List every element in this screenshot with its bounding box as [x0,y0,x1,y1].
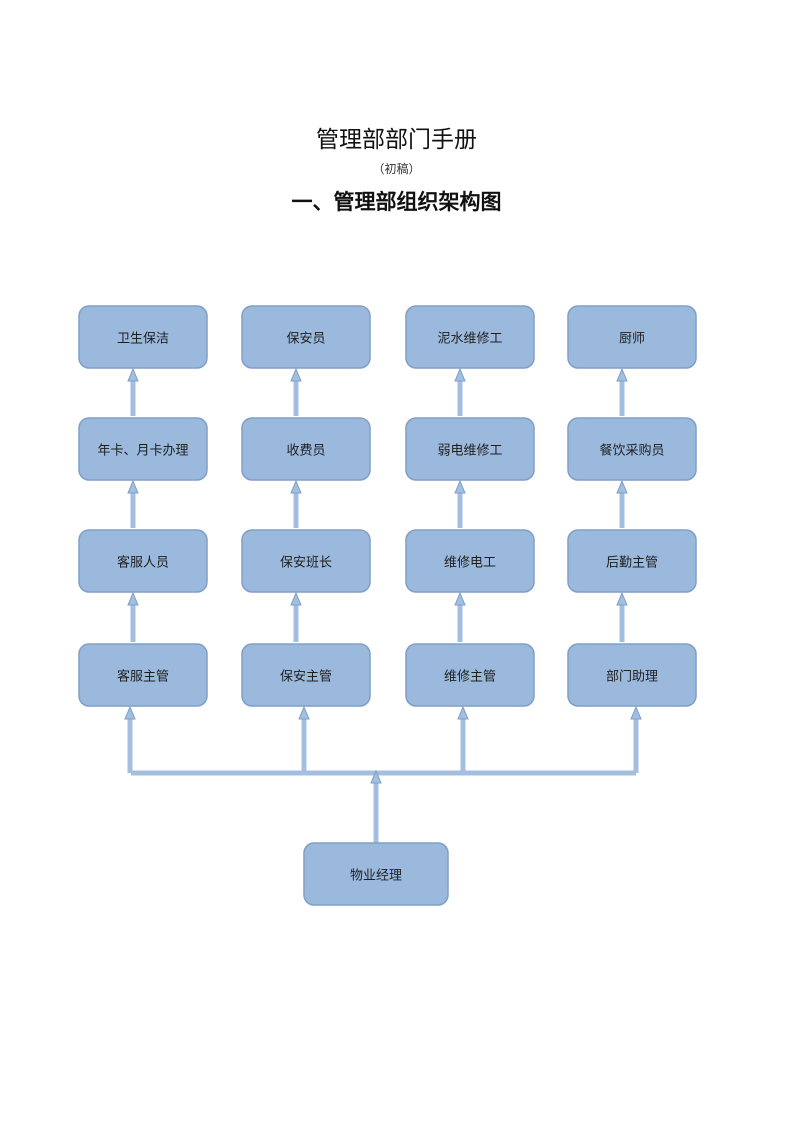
arrow-bus-to-col1 [124,705,136,773]
box-col2-level3-shape [241,417,371,481]
box-col3-level4-shape [405,305,535,369]
arrow-col3-level2-to-3 [454,479,466,528]
box-col2-level4-label: 保安员 [286,332,325,347]
box-col3-level1-shape [405,643,535,707]
box-col4-level4: 厨师 [567,305,697,369]
arrow-col4-level3-to-4 [616,367,628,416]
box-col3-level1-label: 维修主管 [444,670,496,685]
box-col1-level3-label: 年卡、月卡办理 [97,444,188,459]
arrow-col3-level3-to-4 [454,367,466,416]
connector-arrows [124,367,642,843]
arrow-col4-level1-to-2 [616,591,628,642]
box-col1-level1-shape [78,643,208,707]
box-col1-level4-shape [78,305,208,369]
box-root: 物业经理 [303,842,449,906]
box-col2-level1-label: 保安主管 [280,670,332,685]
box-col4-level2-shape [567,529,697,593]
arrow-col3-level1-to-2 [454,591,466,642]
box-root-shape [303,842,449,906]
box-col1-level4-label: 卫生保洁 [117,332,169,347]
box-col4-level2-label: 后勤主管 [606,556,658,571]
box-col1-level2-label: 客服人员 [117,555,169,571]
box-col1-level2-shape [78,529,208,593]
box-col3-level4-label: 泥水维修工 [437,332,502,347]
box-col2-level3: 收费员 [241,417,371,481]
box-col2-level1-shape [241,643,371,707]
section-heading: 一、管理部组织架构图 [291,190,502,214]
box-col2-level3-label: 收费员 [286,444,325,459]
box-col4-level3-shape [567,417,697,481]
arrow-bus-to-col4 [630,705,642,773]
arrow-col2-level3-to-4 [290,367,302,416]
box-col3-level2: 维修电工 [405,529,535,593]
box-col1-level3: 年卡、月卡办理 [78,417,208,481]
box-col4-level1-label: 部门助理 [606,670,658,685]
arrow-col2-level1-to-2 [290,591,302,642]
box-col3-level4: 泥水维修工 [405,305,535,369]
arrow-col1-level3-to-4 [127,367,139,416]
box-col3-level3-label: 弱电维修工 [437,444,502,459]
box-col1-level1: 客服主管 [78,643,208,707]
box-col2-level4-shape [241,305,371,369]
box-col2-level4: 保安员 [241,305,371,369]
arrow-bus-to-col3 [457,705,469,773]
box-col4-level4-label: 厨师 [619,332,645,347]
box-col4-level3-label: 餐饮采购员 [599,443,664,459]
box-col1-level3-shape [78,417,208,481]
arrow-bus-to-col2 [298,705,310,773]
box-col1-level4: 卫生保洁 [78,305,208,369]
arrow-root-to-bus [370,769,382,843]
box-col1-level2: 客服人员 [78,529,208,593]
box-col1-level1-label: 客服主管 [117,669,169,685]
box-col4-level1: 部门助理 [567,643,697,707]
box-col2-level1: 保安主管 [241,643,371,707]
box-col4-level2: 后勤主管 [567,529,697,593]
arrow-col2-level2-to-3 [290,479,302,528]
box-col3-level2-label: 维修电工 [444,556,496,571]
box-col2-level2: 保安班长 [241,529,371,593]
box-col4-level3: 餐饮采购员 [567,417,697,481]
box-col4-level4-shape [567,305,697,369]
box-col3-level2-shape [405,529,535,593]
document-title: 管理部部门手册 [316,127,477,153]
box-col3-level1: 维修主管 [405,643,535,707]
box-col2-level2-shape [241,529,371,593]
arrow-col4-level2-to-3 [616,479,628,528]
document-subtitle: （初稿） [372,162,421,176]
box-root-label: 物业经理 [350,869,402,884]
box-col3-level3-shape [405,417,535,481]
box-col3-level3: 弱电维修工 [405,417,535,481]
box-col2-level2-label: 保安班长 [280,556,332,571]
arrow-col1-level2-to-3 [127,479,139,528]
box-col4-level1-shape [567,643,697,707]
arrow-col1-level1-to-2 [127,591,139,642]
